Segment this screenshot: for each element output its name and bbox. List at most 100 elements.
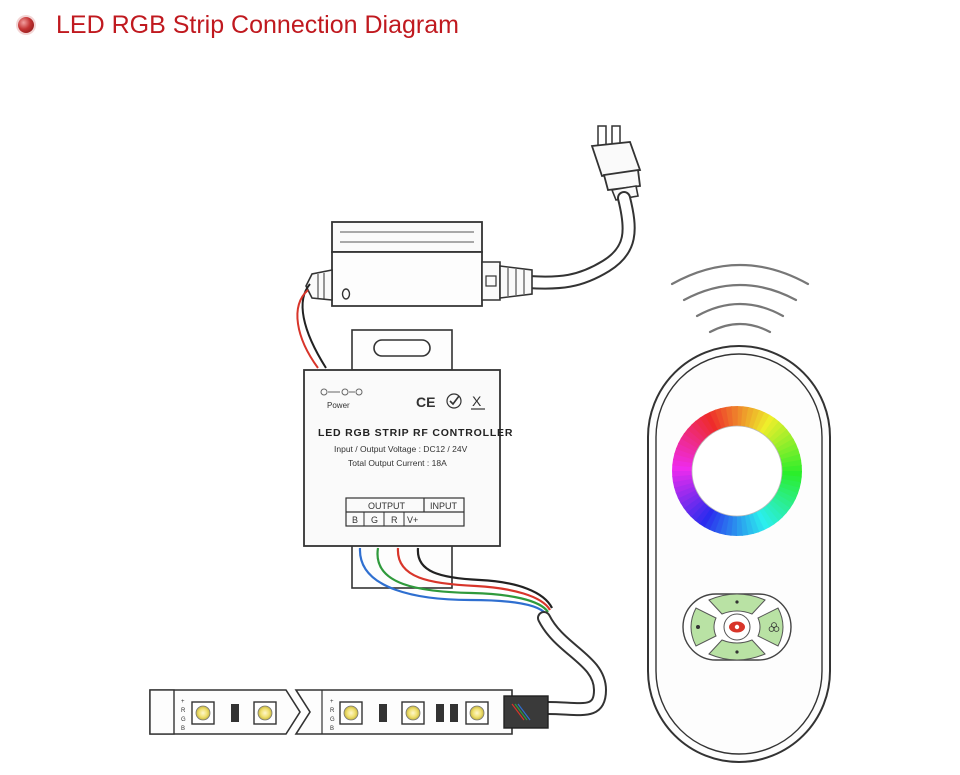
color-wheel-segment[interactable]	[704, 411, 719, 433]
rf-controller: Power CE X LED RGB STRIP RF CONTROLLER I…	[303, 329, 513, 589]
color-wheel-segment[interactable]	[699, 414, 716, 435]
led-chip	[469, 705, 485, 721]
output-header: OUTPUT	[368, 501, 406, 511]
color-wheel-segment[interactable]	[775, 490, 796, 505]
color-wheel-segment[interactable]	[703, 509, 718, 530]
color-wheel-segment[interactable]	[672, 470, 693, 477]
color-wheel-segment[interactable]	[779, 482, 800, 495]
ce-mark: CE	[416, 394, 435, 410]
color-wheel-segment[interactable]	[740, 406, 750, 427]
color-wheel-segment[interactable]	[740, 515, 749, 536]
color-wheel-segment[interactable]	[709, 409, 723, 431]
color-wheel-segment[interactable]	[725, 406, 734, 427]
color-wheel-segment[interactable]	[762, 505, 779, 525]
controller-title: LED RGB STRIP RF CONTROLLER	[318, 427, 513, 439]
strip-connector	[503, 695, 549, 729]
power-label: Power	[327, 401, 350, 410]
color-wheel-segment[interactable]	[683, 496, 703, 513]
color-wheel-segment[interactable]	[771, 496, 791, 514]
color-wheel-segment[interactable]	[777, 486, 799, 500]
color-wheel-segment[interactable]	[674, 447, 695, 460]
color-wheel-segment[interactable]	[724, 515, 734, 536]
color-wheel-segment[interactable]	[779, 448, 800, 460]
rf-remote	[647, 345, 831, 763]
led-chip	[195, 705, 211, 721]
color-wheel-segment[interactable]	[771, 429, 791, 446]
wire-red	[396, 547, 551, 611]
color-wheel-segment[interactable]	[691, 420, 709, 440]
color-wheel-segment[interactable]	[713, 513, 726, 534]
color-wheel-segment[interactable]	[672, 453, 694, 464]
diagram-header: LED RGB Strip Connection Diagram	[18, 8, 459, 42]
wire-black-power	[301, 283, 327, 369]
brightness-up-button[interactable]	[708, 593, 766, 615]
strip-pin-b: B	[181, 726, 185, 732]
weee-mark: X	[472, 393, 482, 409]
color-wheel-segment[interactable]	[678, 437, 699, 452]
color-wheel-segment[interactable]	[781, 459, 802, 468]
terminal-r: R	[391, 515, 398, 525]
color-wheel-segment[interactable]	[686, 499, 706, 517]
color-wheel-segment[interactable]	[780, 478, 802, 489]
power-cable	[521, 191, 636, 290]
current-spec: Total Output Current : 18A	[348, 458, 447, 468]
mode-left-button[interactable]	[690, 607, 717, 647]
color-wheel[interactable]	[672, 406, 802, 536]
bulb-icon	[696, 625, 700, 629]
color-wheel-segment[interactable]	[781, 474, 802, 484]
color-wheel-segment[interactable]	[759, 414, 775, 435]
color-wheel-segment[interactable]	[672, 458, 693, 468]
color-wheel-segment[interactable]	[736, 515, 743, 536]
strip-pin-g: G	[181, 717, 186, 723]
color-wheel-segment[interactable]	[714, 408, 726, 429]
brightness-down-button[interactable]	[708, 639, 766, 661]
control-pad	[682, 593, 792, 661]
color-wheel-segment[interactable]	[680, 433, 701, 449]
page-title: LED RGB Strip Connection Diagram	[56, 10, 459, 39]
color-wheel-segment[interactable]	[680, 492, 701, 509]
check-mark-icon	[446, 393, 462, 409]
terminal-b: B	[352, 515, 358, 525]
color-wheel-segment[interactable]	[751, 511, 765, 533]
color-wheel-segment[interactable]	[775, 438, 797, 453]
color-wheel-segment[interactable]	[762, 417, 780, 437]
color-wheel-segment[interactable]	[744, 406, 755, 428]
color-wheel-segment[interactable]	[687, 424, 706, 443]
color-wheel-segment[interactable]	[690, 502, 709, 521]
strip-pin-plus-2: +	[330, 699, 334, 705]
color-wheel-segment[interactable]	[719, 514, 730, 536]
bullet-icon	[18, 17, 34, 33]
color-wheel-segment[interactable]	[731, 406, 738, 427]
color-wheel-segment[interactable]	[768, 425, 788, 443]
wire-black	[416, 547, 553, 609]
color-wheel-segment[interactable]	[675, 485, 697, 499]
color-wheel-segment[interactable]	[748, 408, 761, 429]
color-wheel-segment[interactable]	[773, 433, 794, 450]
color-wheel-segment[interactable]	[773, 493, 794, 509]
color-wheel-segment[interactable]	[756, 412, 771, 433]
strip-pin-r-2: R	[330, 708, 335, 714]
color-wheel-segment[interactable]	[674, 482, 695, 494]
color-wheel-segment[interactable]	[672, 474, 693, 483]
color-wheel-segment[interactable]	[768, 499, 787, 518]
color-wheel-segment[interactable]	[695, 417, 712, 437]
input-header: INPUT	[430, 501, 458, 511]
color-wheel-segment[interactable]	[748, 513, 760, 534]
color-wheel-segment[interactable]	[677, 489, 699, 504]
color-wheel-segment[interactable]	[765, 421, 784, 440]
color-wheel-segment[interactable]	[699, 507, 715, 528]
color-wheel-segment[interactable]	[675, 442, 697, 456]
color-wheel-segment[interactable]	[758, 507, 775, 528]
color-wheel-segment[interactable]	[781, 465, 802, 472]
color-wheel-segment[interactable]	[683, 428, 703, 446]
color-wheel-segment[interactable]	[708, 511, 722, 533]
color-wheel-segment[interactable]	[777, 443, 799, 457]
strip-pin-b-2: B	[330, 726, 334, 732]
led-strip: + R G B + R G B	[149, 689, 549, 735]
color-wheel-segment[interactable]	[755, 509, 770, 531]
power-plug	[590, 125, 642, 201]
color-wheel-segment[interactable]	[765, 502, 783, 522]
color-wheel-segment[interactable]	[752, 409, 766, 431]
color-wheel-segment[interactable]	[694, 505, 712, 525]
